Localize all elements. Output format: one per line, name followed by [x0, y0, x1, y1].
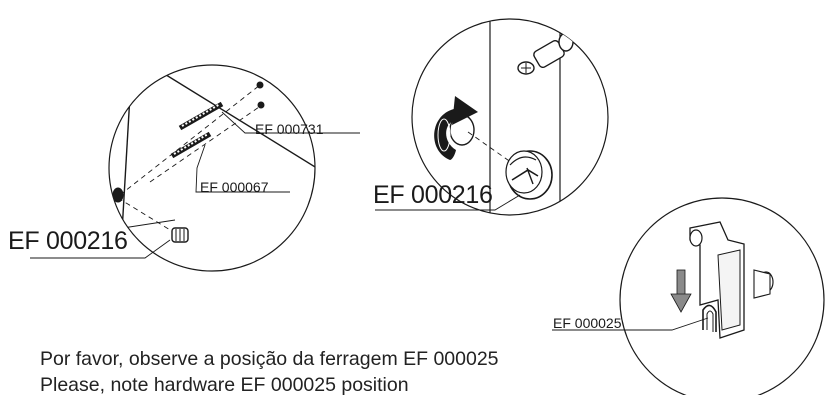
label-bracket: EF 000025	[553, 315, 622, 331]
note-portuguese: Por favor, observe a posição da ferragem…	[40, 348, 499, 370]
detail-circle-dowels	[30, 64, 360, 272]
label-cam-lock: EF 000216	[373, 181, 493, 209]
label-long-pin: EF 000731	[255, 121, 324, 137]
detail-circle-bracket	[552, 197, 825, 395]
cam-bolt-part	[517, 32, 574, 75]
label-hinge-dowel: EF 000216	[8, 227, 128, 255]
short-pin-part	[170, 131, 212, 159]
bracket-part	[689, 221, 774, 339]
cam-lock-part	[505, 150, 553, 200]
long-pin-part	[178, 101, 224, 131]
detail-circle-cam-lock	[375, 18, 609, 216]
note-english: Please, note hardware EF 000025 position	[40, 374, 409, 396]
label-short-pin: EF 000067	[200, 179, 269, 195]
down-arrow-icon	[670, 269, 692, 313]
small-cam-part	[171, 227, 189, 243]
rotate-arrow-icon	[434, 96, 478, 160]
